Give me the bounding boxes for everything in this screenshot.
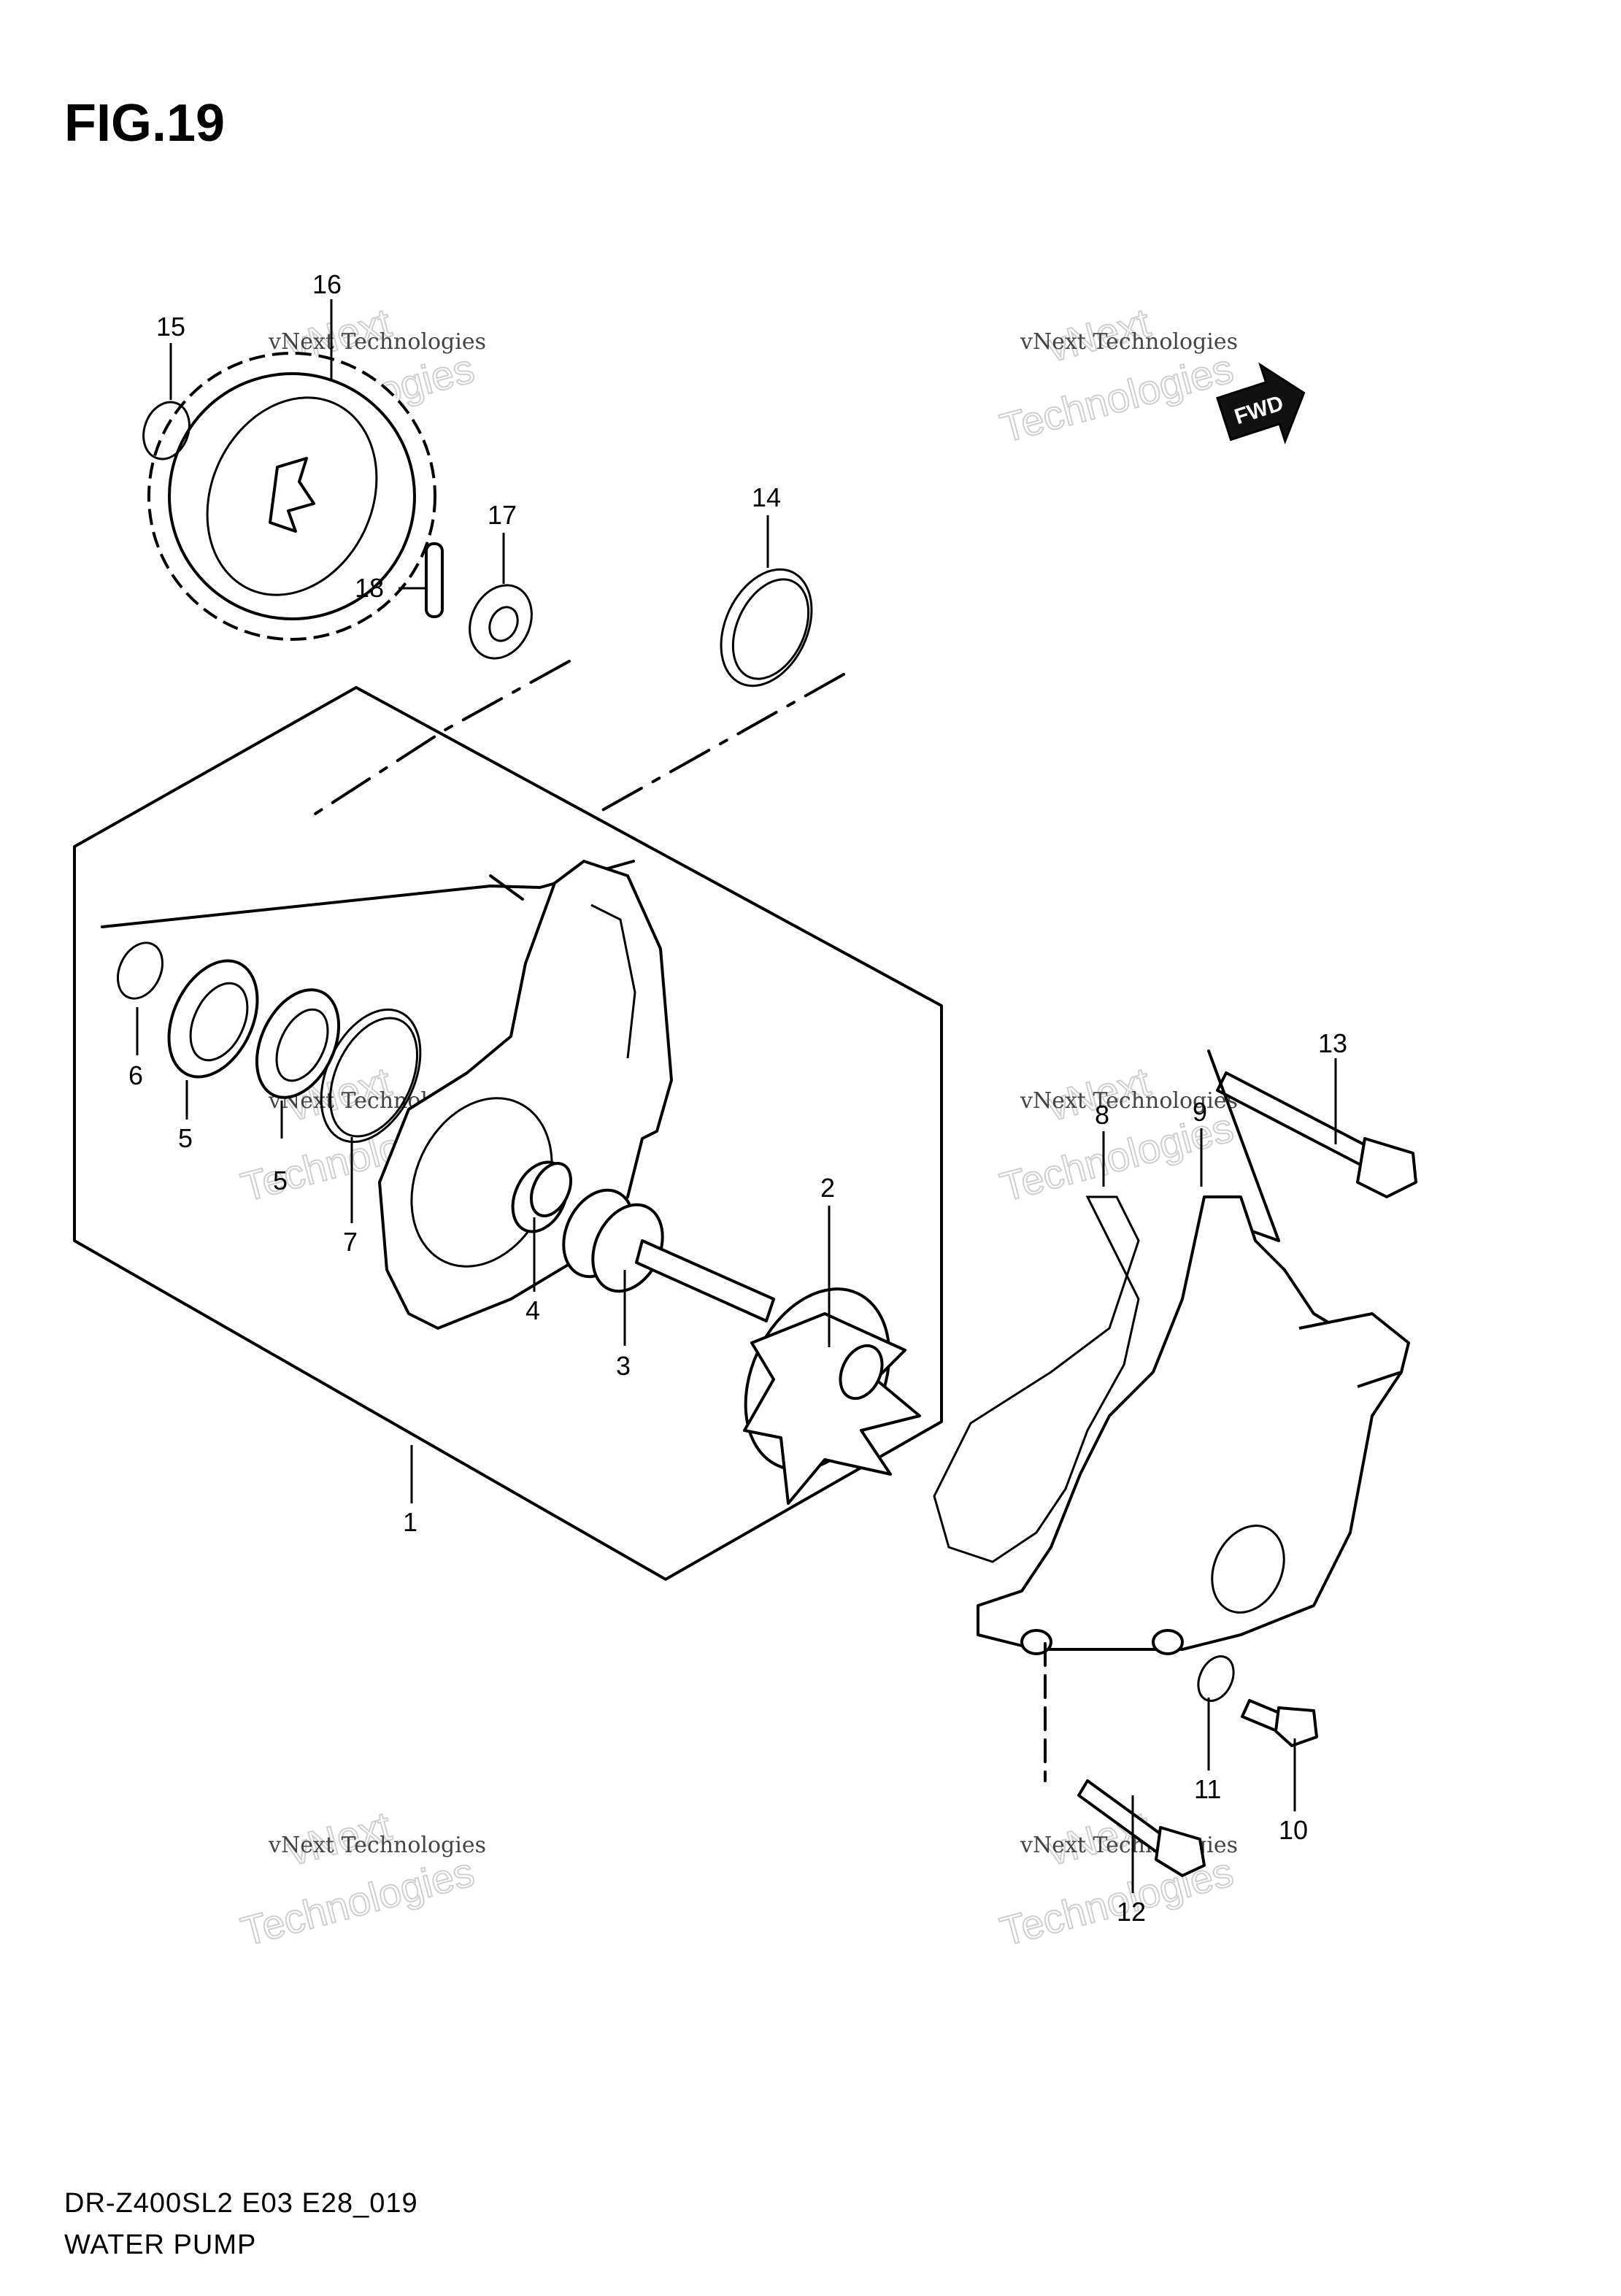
bearing-5b — [255, 988, 341, 1099]
assembly-1-outline — [73, 686, 943, 1581]
inner-guide-line-2 — [489, 874, 524, 901]
watermark-text: vNext Technologies — [1020, 1833, 1238, 1858]
seal-7 — [320, 1008, 422, 1144]
pump-drive-gear — [147, 352, 436, 641]
callout-11: 11 — [1194, 1774, 1221, 1804]
callout-1: 1 — [403, 1507, 417, 1537]
callout-3: 3 — [616, 1351, 631, 1381]
callout-9: 9 — [1193, 1097, 1207, 1127]
callout-8: 8 — [1095, 1100, 1109, 1130]
callout-16: 16 — [312, 269, 342, 299]
callout-18: 18 — [355, 573, 384, 603]
washer-11 — [1197, 1655, 1235, 1702]
fwd-arrow-icon: FWD — [1216, 362, 1306, 445]
mechanical-seal-3 — [562, 1188, 664, 1293]
e-clip-6 — [117, 941, 163, 1000]
watermark-text: vNext Technologies — [268, 1833, 486, 1858]
section-name: WATER PUMP — [64, 2230, 257, 2260]
callout-15: 15 — [156, 312, 185, 342]
callout-4: 4 — [525, 1295, 540, 1325]
callout-12: 12 — [1117, 1897, 1146, 1927]
bolt-12 — [1077, 1779, 1206, 1877]
bolt-10 — [1241, 1699, 1318, 1747]
callout-6: 6 — [128, 1060, 143, 1090]
callout-13: 13 — [1318, 1028, 1347, 1058]
water-pump-cover-9 — [977, 1195, 1410, 1655]
callout-5a: 5 — [178, 1123, 193, 1153]
impeller-2 — [743, 1287, 921, 1505]
callout-7: 7 — [343, 1227, 358, 1257]
pump-shaft — [635, 1239, 775, 1322]
watermark-logo-text: Technologies — [236, 1849, 479, 1954]
watermark-text: vNext Technologies — [268, 329, 486, 355]
figure-title: FIG.19 — [64, 94, 226, 153]
callout-17: 17 — [488, 500, 517, 530]
callout-14: 14 — [752, 482, 781, 512]
bolt-13 — [1216, 1071, 1417, 1198]
watermark-logo-text: Technologies — [996, 345, 1238, 451]
callout-leaders — [136, 299, 1337, 1893]
callout-5b: 5 — [273, 1166, 288, 1195]
leader-14-dashed — [597, 673, 845, 814]
pin-18 — [425, 542, 444, 618]
snap-ring-15 — [142, 401, 190, 461]
washer-17 — [469, 584, 533, 660]
callout-2: 2 — [820, 1173, 835, 1203]
gasket-8 — [933, 1195, 1140, 1563]
leader-17-dashed — [314, 660, 571, 815]
bearing-5a — [167, 959, 259, 1079]
o-ring-14 — [720, 568, 813, 687]
model-code: DR-Z400SL2 E03 E28_019 — [64, 2188, 418, 2219]
mechanical-seal-4 — [529, 1162, 573, 1217]
watermark-text: vNext Technologies — [1020, 329, 1238, 355]
callout-10: 10 — [1279, 1815, 1308, 1845]
watermark-text: vNext Technologies — [1020, 1088, 1238, 1114]
